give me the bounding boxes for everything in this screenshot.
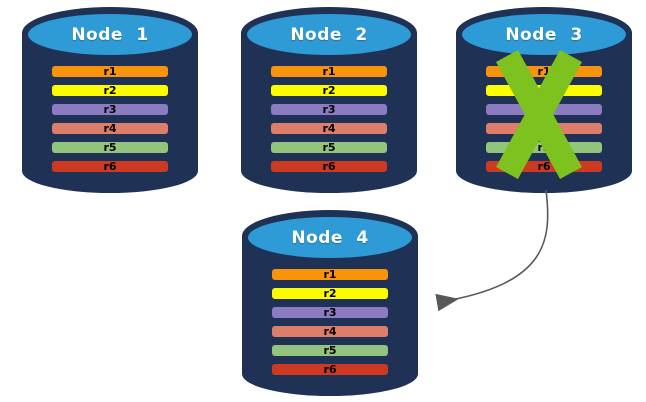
replica-bar-r2: r2 xyxy=(486,85,602,96)
cylinder-top: Node 3 xyxy=(456,7,632,59)
replica-stack: r1 r2 r3 r4 r5 r6 xyxy=(52,66,168,172)
replica-label: r6 xyxy=(103,160,117,173)
node-label: Node 2 xyxy=(290,24,368,45)
cylinder-top: Node 1 xyxy=(22,7,198,59)
replica-bar-r3: r3 xyxy=(271,104,387,115)
replica-label: r2 xyxy=(537,84,551,97)
node-label: Node 4 xyxy=(291,227,369,248)
replica-label: r3 xyxy=(322,103,336,116)
replica-bar-r3: r3 xyxy=(272,307,388,318)
replica-bar-r1: r1 xyxy=(271,66,387,77)
replica-label: r6 xyxy=(323,363,337,376)
replica-label: r1 xyxy=(537,65,551,78)
replica-label: r3 xyxy=(323,306,337,319)
replica-label: r1 xyxy=(103,65,117,78)
replica-bar-r6: r6 xyxy=(486,161,602,172)
replica-label: r4 xyxy=(323,325,337,338)
node-label: Node 1 xyxy=(71,24,149,45)
cylinder-top: Node 2 xyxy=(241,7,417,59)
node-4-cylinder: Node 4 r1 r2 r3 r4 r5 r6 xyxy=(242,210,418,396)
replica-bar-r4: r4 xyxy=(272,326,388,337)
replica-bar-r5: r5 xyxy=(272,345,388,356)
replica-stack: r1 r2 r3 r4 r5 r6 xyxy=(271,66,387,172)
cylinder-top: Node 4 xyxy=(242,210,418,262)
replica-label: r1 xyxy=(322,65,336,78)
replica-bar-r5: r5 xyxy=(486,142,602,153)
replica-stack: r1 r2 r3 r4 r5 r6 xyxy=(486,66,602,172)
replica-label: r5 xyxy=(322,141,336,154)
arrow-curve xyxy=(435,189,549,312)
replica-bar-r6: r6 xyxy=(271,161,387,172)
node-3-cylinder: Node 3 r1 r2 r3 r4 r5 r6 xyxy=(456,7,632,193)
replica-bar-r2: r2 xyxy=(52,85,168,96)
replica-bar-r3: r3 xyxy=(486,104,602,115)
replica-bar-r3: r3 xyxy=(52,104,168,115)
replica-bar-r2: r2 xyxy=(272,288,388,299)
replica-bar-r1: r1 xyxy=(272,269,388,280)
replica-label: r4 xyxy=(537,122,551,135)
replica-label: r1 xyxy=(323,268,337,281)
replica-label: r5 xyxy=(103,141,117,154)
cylinder-top-face: Node 3 xyxy=(462,14,626,55)
replica-label: r3 xyxy=(103,103,117,116)
replica-bar-r6: r6 xyxy=(272,364,388,375)
node-2-cylinder: Node 2 r1 r2 r3 r4 r5 r6 xyxy=(241,7,417,193)
replica-bar-r6: r6 xyxy=(52,161,168,172)
replica-bar-r2: r2 xyxy=(271,85,387,96)
replica-bar-r1: r1 xyxy=(486,66,602,77)
replica-bar-r5: r5 xyxy=(52,142,168,153)
replica-label: r4 xyxy=(322,122,336,135)
replica-bar-r1: r1 xyxy=(52,66,168,77)
replica-label: r3 xyxy=(537,103,551,116)
replica-bar-r4: r4 xyxy=(486,123,602,134)
node-1-cylinder: Node 1 r1 r2 r3 r4 r5 r6 xyxy=(22,7,198,193)
cylinder-top-face: Node 4 xyxy=(248,217,412,258)
replica-bar-r5: r5 xyxy=(271,142,387,153)
cylinder-top-face: Node 1 xyxy=(28,14,192,55)
cylinder-top-face: Node 2 xyxy=(247,14,411,55)
replica-label: r5 xyxy=(537,141,551,154)
replica-bar-r4: r4 xyxy=(52,123,168,134)
replica-label: r2 xyxy=(103,84,117,97)
replica-label: r6 xyxy=(322,160,336,173)
replica-label: r4 xyxy=(103,122,117,135)
replica-label: r6 xyxy=(537,160,551,173)
replica-label: r5 xyxy=(323,344,337,357)
replica-label: r2 xyxy=(323,287,337,300)
replica-stack: r1 r2 r3 r4 r5 r6 xyxy=(272,269,388,375)
replica-label: r2 xyxy=(322,84,336,97)
replica-bar-r4: r4 xyxy=(271,123,387,134)
node-label: Node 3 xyxy=(505,24,583,45)
